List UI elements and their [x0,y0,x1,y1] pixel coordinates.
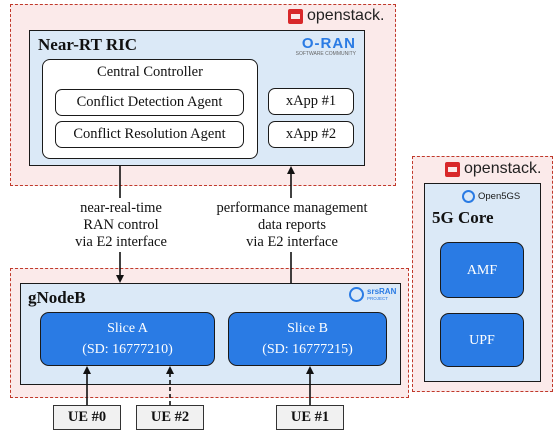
open5gs-icon [462,190,475,203]
gnodeb-title: gNodeB [28,288,86,307]
open5gs-logo: Open5GS [462,190,520,203]
performance-reports-caption: performance management data reports via … [216,200,368,250]
slice-b-box: Slice B (SD: 16777215) [228,312,387,366]
ue-1: UE #1 [276,405,344,430]
ue-0: UE #0 [53,405,121,430]
5g-core-title: 5G Core [432,208,494,227]
openstack-icon [288,8,303,24]
openstack-logo-top: openstack. [288,7,384,25]
conflict-resolution-agent: Conflict Resolution Agent [55,121,244,148]
slice-a-box: Slice A (SD: 16777210) [40,312,215,366]
conflict-detection-agent: Conflict Detection Agent [55,89,244,116]
ran-control-caption: near-real-time RAN control via E2 interf… [75,200,167,250]
near-rt-ric-title: Near-RT RIC [38,35,138,54]
xapp-1: xApp #1 [268,88,354,115]
amf-box: AMF [440,242,524,298]
openstack-icon [445,161,460,177]
ue-2: UE #2 [136,405,204,430]
upf-box: UPF [440,313,524,367]
openstack-logo-right: openstack. [445,160,541,178]
central-controller-title: Central Controller [97,64,203,80]
srsran-icon [349,287,364,302]
oran-logo: O-RAN SOFTWARE COMMUNITY [295,35,356,57]
xapp-2: xApp #2 [268,121,354,148]
srsran-logo: srsRAN PROJECT [349,287,396,302]
